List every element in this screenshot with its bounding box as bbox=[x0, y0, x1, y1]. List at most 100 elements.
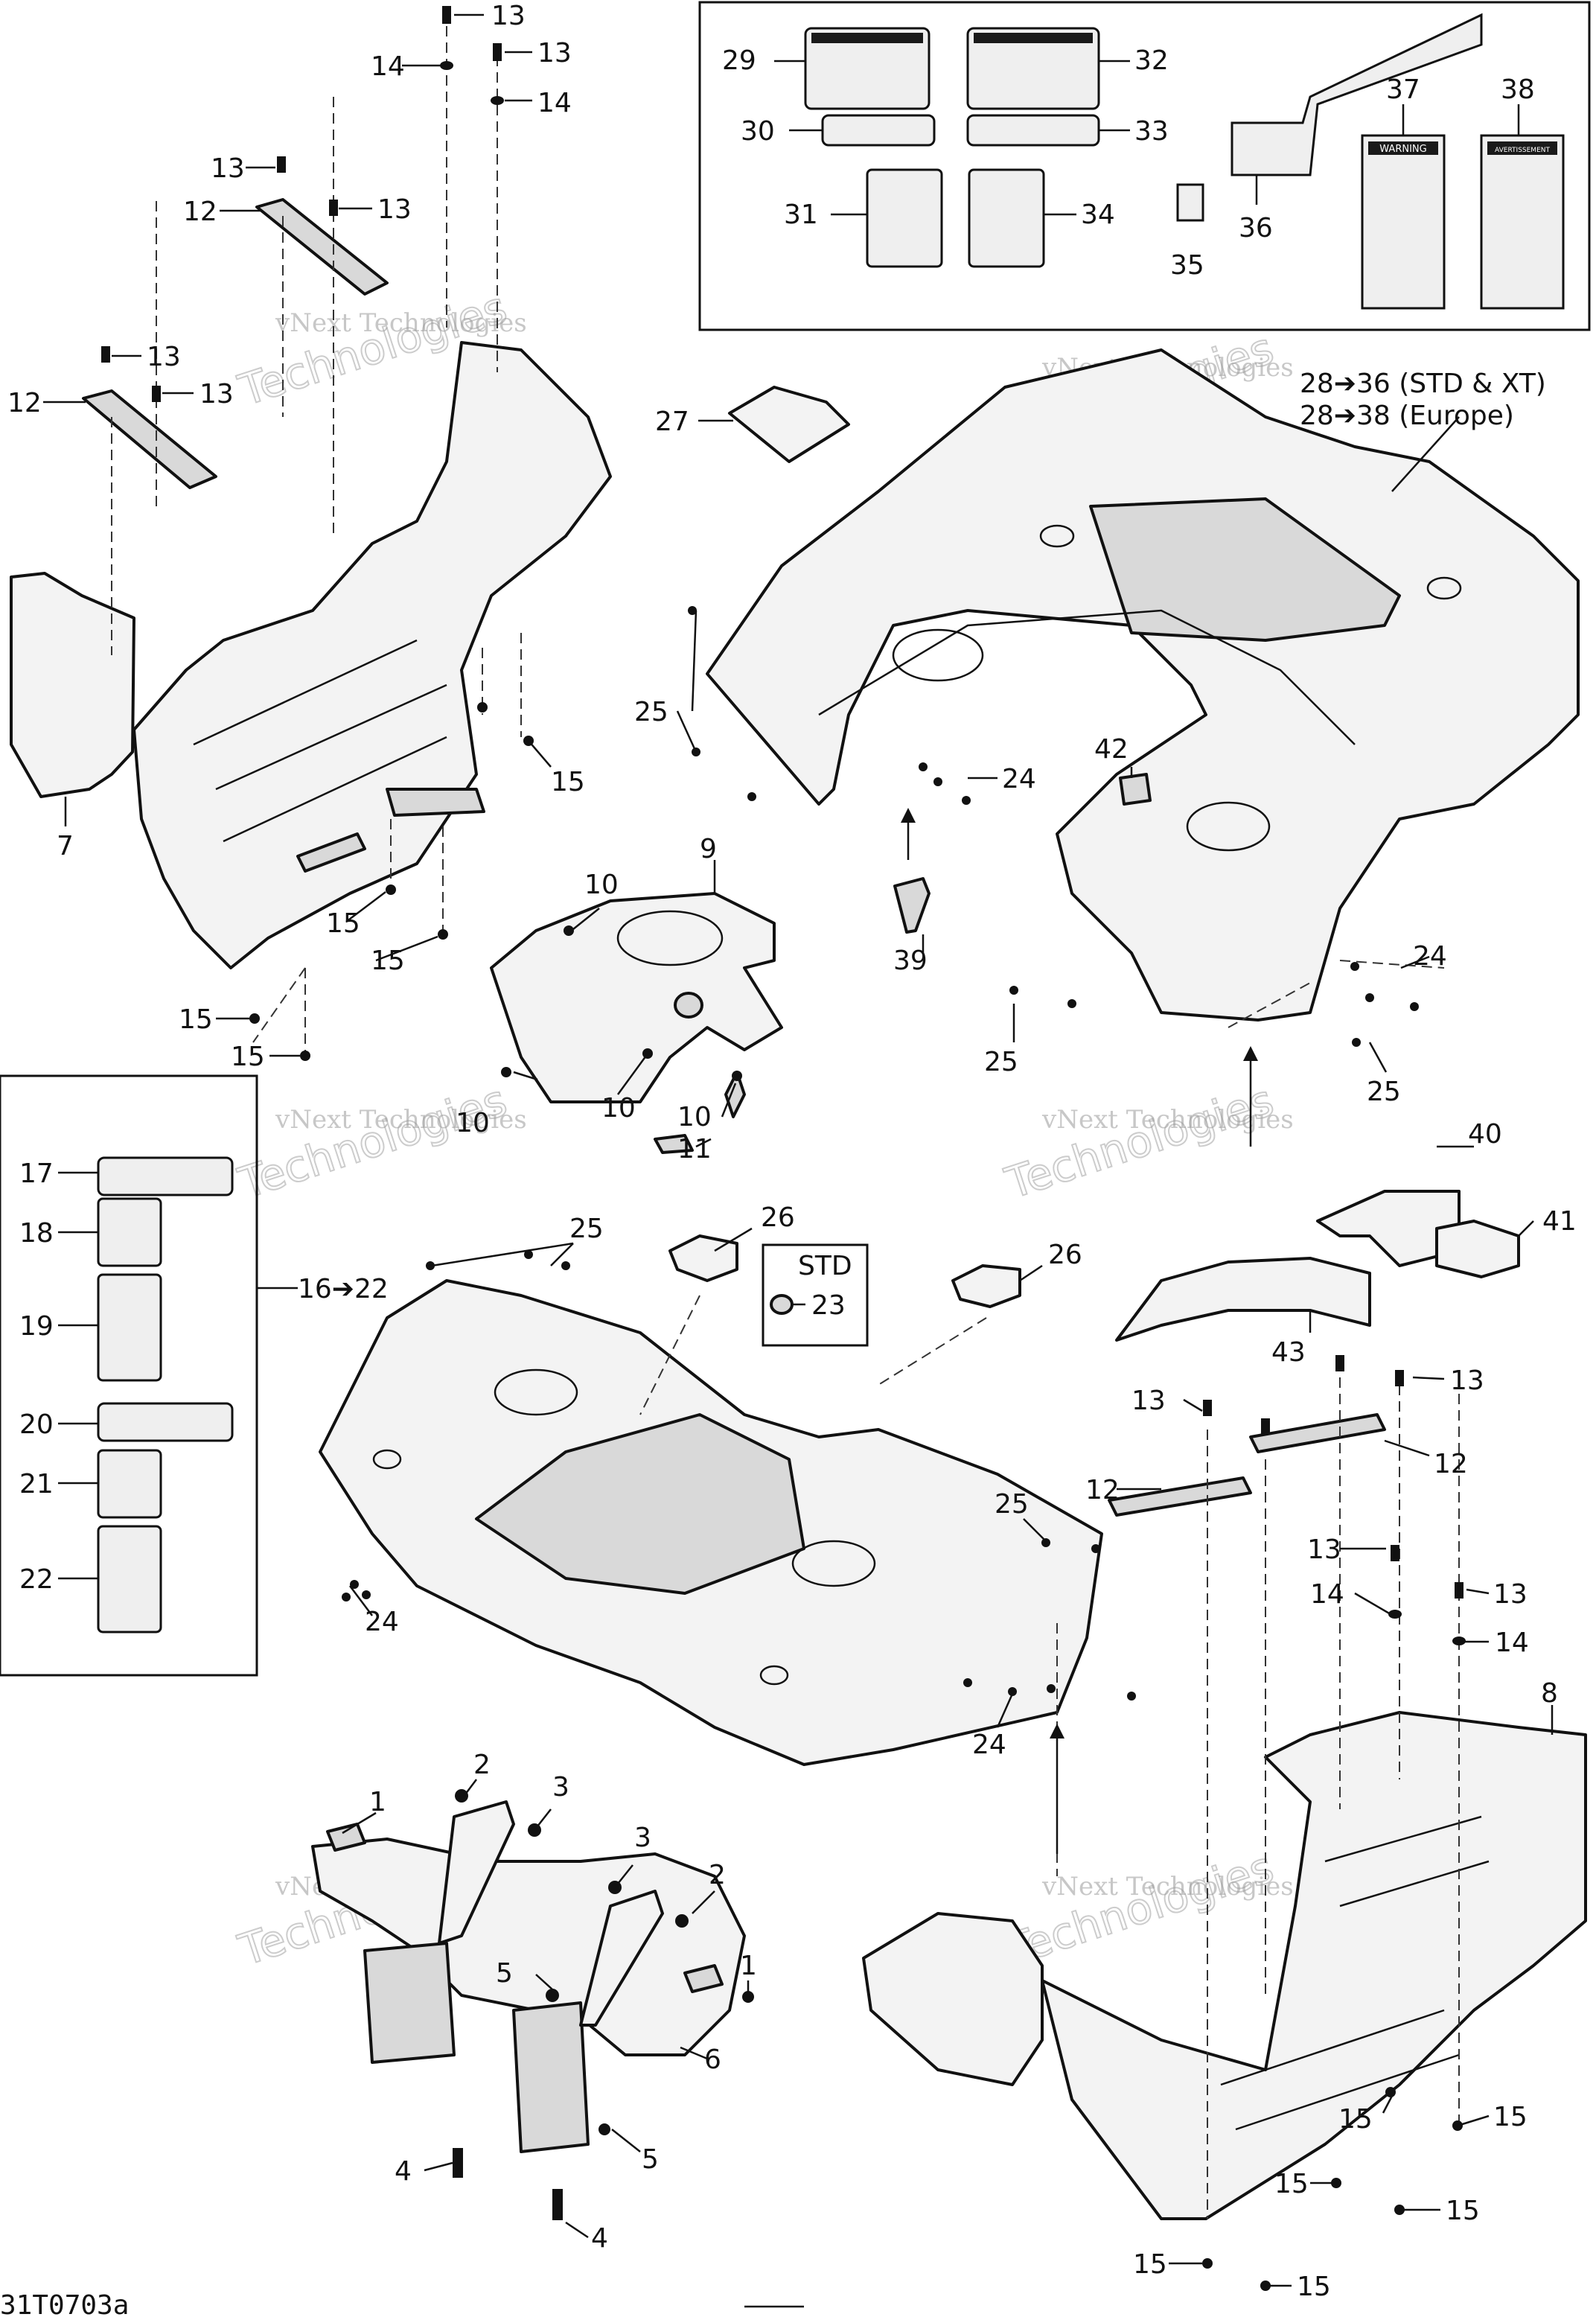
callout-26: 26 bbox=[761, 1202, 795, 1233]
front-body bbox=[319, 1234, 1103, 1766]
callout-13: 13 bbox=[211, 153, 245, 184]
decal-panel-left bbox=[0, 1074, 298, 1677]
left-mudflap bbox=[10, 572, 135, 798]
callout-13: 13 bbox=[1450, 1365, 1484, 1396]
front-center-panel bbox=[490, 892, 783, 1154]
washer-icon bbox=[491, 96, 504, 105]
callout-33: 33 bbox=[1134, 116, 1169, 147]
callout-41: 41 bbox=[1542, 1206, 1577, 1237]
callout-15: 15 bbox=[371, 946, 405, 976]
callout-27: 27 bbox=[655, 407, 689, 437]
callout-10: 10 bbox=[601, 1093, 636, 1124]
callout-25: 25 bbox=[984, 1047, 1018, 1077]
callout-19: 19 bbox=[19, 1311, 54, 1342]
callout-10: 10 bbox=[677, 1102, 712, 1132]
callout-13: 13 bbox=[491, 1, 526, 31]
callout-8: 8 bbox=[1541, 1678, 1558, 1709]
callout-11: 11 bbox=[677, 1134, 712, 1164]
callout-32: 32 bbox=[1134, 45, 1169, 76]
step-plate-12-right-upper bbox=[1249, 1413, 1386, 1453]
callout-13: 13 bbox=[1131, 1386, 1166, 1416]
callout-15: 15 bbox=[1446, 2196, 1480, 2226]
range-label-16-22: 16➔22 bbox=[298, 1274, 389, 1304]
bolt-icon bbox=[329, 200, 338, 216]
bracket-11 bbox=[654, 1134, 694, 1154]
callout-6: 6 bbox=[704, 2044, 721, 2075]
bracket-1-left bbox=[326, 1823, 366, 1852]
drawing-code: 31T0703a bbox=[0, 2290, 129, 2317]
rear-body-shell bbox=[706, 348, 1580, 1022]
range-label-europe: 28➔38 (Europe) bbox=[1300, 401, 1514, 431]
right-footrest-body bbox=[1041, 1711, 1587, 2220]
callout-5: 5 bbox=[496, 1958, 513, 1989]
cap-26-right bbox=[951, 1264, 1021, 1308]
right-footrest-fender bbox=[862, 1413, 1587, 2220]
bin-40 bbox=[1316, 1190, 1461, 1267]
callout-20: 20 bbox=[19, 1409, 54, 1440]
direction-arrows bbox=[901, 416, 1460, 1854]
callout-15: 15 bbox=[1338, 2104, 1373, 2135]
bolt-icon bbox=[442, 6, 451, 24]
decal-32 bbox=[966, 27, 1100, 110]
callout-1: 1 bbox=[369, 1787, 386, 1817]
range-label-std-xt: 28➔36 (STD & XT) bbox=[1300, 369, 1546, 399]
callout-25: 25 bbox=[1367, 1077, 1401, 1107]
callout-26: 26 bbox=[1048, 1240, 1082, 1270]
decal-panel-top: WARNING AVERTISSEMENT bbox=[698, 1, 1591, 331]
watermark-logo: Technologies bbox=[232, 1075, 512, 1209]
callout-43: 43 bbox=[1271, 1337, 1306, 1368]
fasteners bbox=[101, 6, 1466, 2291]
callout-2: 2 bbox=[709, 1860, 726, 1890]
callout-23: 23 bbox=[811, 1290, 846, 1321]
callout-15: 15 bbox=[231, 1042, 265, 1072]
callout-9: 9 bbox=[700, 834, 717, 864]
decal-panel-frame bbox=[698, 1, 1591, 331]
callout-12: 12 bbox=[183, 197, 217, 227]
watermark-logo: Technologies bbox=[999, 1842, 1279, 1976]
decal-34 bbox=[968, 168, 1045, 268]
callout-37: 37 bbox=[1386, 74, 1420, 105]
bracket-1-right bbox=[683, 1964, 724, 1993]
callout-24: 24 bbox=[1413, 941, 1447, 972]
callout-34: 34 bbox=[1081, 200, 1115, 230]
callout-3: 3 bbox=[634, 1823, 651, 1853]
rear-body bbox=[706, 348, 1580, 1022]
std-label: STD bbox=[798, 1251, 852, 1281]
callout-13: 13 bbox=[377, 194, 412, 225]
callout-12: 12 bbox=[1434, 1449, 1468, 1479]
callout-13: 13 bbox=[1493, 1579, 1528, 1610]
callout-2: 2 bbox=[473, 1750, 491, 1780]
callout-14: 14 bbox=[371, 51, 405, 82]
callout-18: 18 bbox=[19, 1218, 54, 1249]
left-footrest-body bbox=[133, 341, 612, 969]
callout-4: 4 bbox=[591, 2223, 608, 2254]
decal-36 bbox=[1230, 13, 1483, 176]
bumper-tube-6 bbox=[311, 1838, 746, 2056]
callout-25: 25 bbox=[634, 697, 668, 727]
callout-13: 13 bbox=[1307, 1534, 1341, 1565]
decal-38-header: AVERTISSEMENT bbox=[1495, 147, 1550, 154]
callout-12: 12 bbox=[7, 388, 42, 418]
decal-panel-left-frame bbox=[0, 1074, 258, 1677]
decal-18 bbox=[97, 1197, 162, 1267]
decal-35 bbox=[1176, 183, 1204, 222]
callout-29: 29 bbox=[722, 45, 756, 76]
decal-30 bbox=[821, 114, 936, 147]
left-footrest-fender bbox=[10, 341, 612, 969]
callout-25: 25 bbox=[569, 1214, 604, 1244]
leader-lines bbox=[43, 13, 1554, 2308]
part-42 bbox=[1119, 773, 1152, 806]
callout-15: 15 bbox=[1274, 2169, 1309, 2199]
callout-25: 25 bbox=[995, 1489, 1029, 1520]
callout-15: 15 bbox=[326, 908, 360, 939]
rear-pad-27 bbox=[728, 386, 850, 463]
callout-24: 24 bbox=[1002, 764, 1036, 794]
rear-storage-opening bbox=[1089, 497, 1401, 642]
callout-17: 17 bbox=[19, 1158, 54, 1189]
watermark-text: vNext Technologies bbox=[1041, 1872, 1294, 1902]
callout-1: 1 bbox=[740, 1951, 757, 1981]
cover-41 bbox=[1435, 1220, 1520, 1278]
callout-7: 7 bbox=[57, 831, 74, 861]
